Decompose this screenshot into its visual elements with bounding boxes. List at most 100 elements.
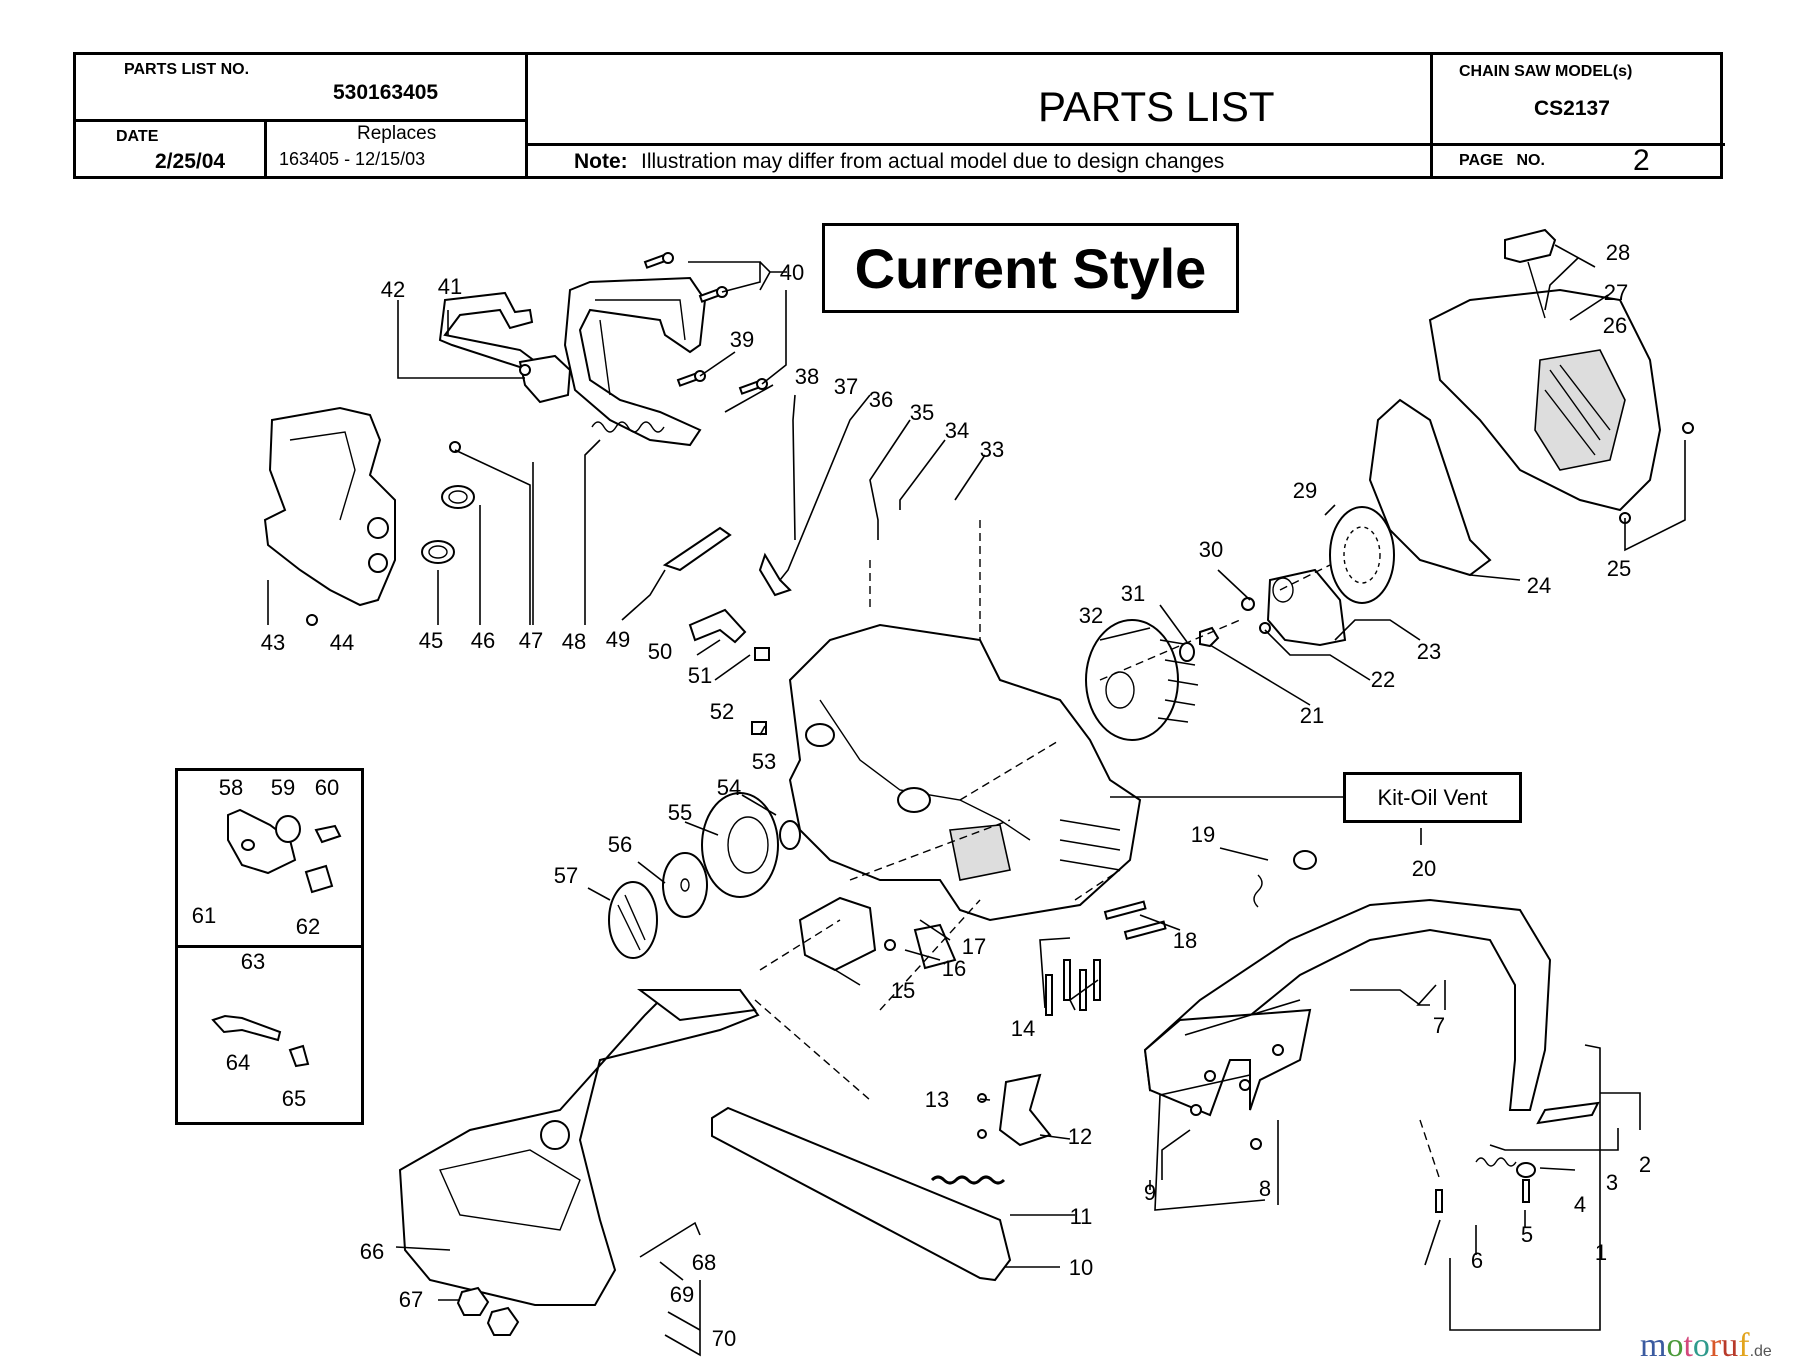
callout-65: 65 xyxy=(282,1086,306,1111)
watermark-letter: o xyxy=(1666,1327,1684,1364)
callout-8: 8 xyxy=(1259,1176,1271,1201)
page-label: PAGE NO. xyxy=(1459,152,1545,169)
replaces-label: Replaces xyxy=(357,123,437,144)
replaces-value: 163405 - 12/15/03 xyxy=(279,149,426,169)
callout-66: 66 xyxy=(360,1239,384,1264)
callout-52: 52 xyxy=(710,699,734,724)
callout-26: 26 xyxy=(1603,313,1627,338)
title-block: PARTS LIST NO. 530163405 DATE 2/25/04 Re… xyxy=(73,52,1725,179)
oil-pump-parts xyxy=(662,526,792,735)
callout-44: 44 xyxy=(330,630,354,655)
callout-29: 29 xyxy=(1293,478,1317,503)
callout-19: 19 xyxy=(1191,822,1215,847)
callout-61: 61 xyxy=(192,903,216,928)
chain-guide-plate xyxy=(977,1073,1052,1147)
screw xyxy=(698,286,728,303)
callout-70: 70 xyxy=(712,1326,736,1351)
callout-14: 14 xyxy=(1011,1016,1035,1041)
callout-25: 25 xyxy=(1607,556,1631,581)
divider xyxy=(76,119,526,122)
callout-4: 4 xyxy=(1574,1192,1586,1217)
callout-21: 21 xyxy=(1300,703,1324,728)
callout-60: 60 xyxy=(315,775,339,800)
chain-brake-cover xyxy=(398,988,760,1306)
callout-2: 2 xyxy=(1639,1152,1651,1177)
callout-38: 38 xyxy=(795,364,819,389)
kit-oil-vent-label: Kit-Oil Vent xyxy=(1343,772,1522,823)
screw xyxy=(306,441,461,626)
watermark-letter: f xyxy=(1738,1327,1750,1364)
callout-24: 24 xyxy=(1527,573,1551,598)
callout-68: 68 xyxy=(692,1250,716,1275)
bolt xyxy=(1103,900,1167,940)
oil-pump-plug xyxy=(314,824,342,844)
callout-58: 58 xyxy=(219,775,243,800)
clutch-washer xyxy=(662,852,708,918)
washer xyxy=(779,820,801,850)
screw xyxy=(1190,1070,1530,1213)
saw-chain xyxy=(930,1175,1006,1185)
callout-48: 48 xyxy=(562,629,586,654)
nut xyxy=(456,1286,520,1336)
date-label: DATE xyxy=(116,128,159,145)
callout-15: 15 xyxy=(891,978,915,1003)
rewind-spring-disc xyxy=(1329,506,1395,604)
oil-pump-clip xyxy=(304,864,334,894)
av-spring xyxy=(441,485,475,509)
callout-56: 56 xyxy=(608,832,632,857)
oil-hose xyxy=(211,1014,282,1042)
callout-36: 36 xyxy=(869,387,893,412)
oil-pump-inset xyxy=(175,768,364,948)
starter-housing xyxy=(1428,288,1662,512)
rear-handle xyxy=(263,406,396,607)
callout-31: 31 xyxy=(1121,581,1145,606)
av-spring xyxy=(421,540,455,564)
callout-35: 35 xyxy=(910,400,934,425)
oil-pump xyxy=(227,808,297,875)
oil-filter xyxy=(288,1044,310,1068)
watermark-letter: t xyxy=(1683,1327,1693,1364)
callout-51: 51 xyxy=(688,663,712,688)
hand-guard xyxy=(563,276,707,447)
clutch-drum xyxy=(701,792,779,898)
callout-17: 17 xyxy=(962,934,986,959)
divider xyxy=(1430,55,1433,176)
callout-45: 45 xyxy=(419,628,443,653)
callout-43: 43 xyxy=(261,630,285,655)
screw xyxy=(676,370,706,387)
callout-57: 57 xyxy=(554,863,578,888)
callout-20: 20 xyxy=(1412,856,1436,881)
callout-16: 16 xyxy=(942,956,966,981)
callout-9: 9 xyxy=(1144,1180,1156,1205)
watermark-letter: o xyxy=(1692,1327,1710,1364)
callout-50: 50 xyxy=(648,639,672,664)
bumper-spike xyxy=(798,896,957,972)
callout-46: 46 xyxy=(471,628,495,653)
callout-63: 63 xyxy=(241,949,265,974)
callout-49: 49 xyxy=(606,627,630,652)
callout-6: 6 xyxy=(1471,1248,1483,1273)
callout-37: 37 xyxy=(834,374,858,399)
callout-28: 28 xyxy=(1606,240,1630,265)
callout-47: 47 xyxy=(519,628,543,653)
callout-1: 1 xyxy=(1595,1240,1607,1265)
brake-lever xyxy=(438,291,542,374)
watermark-suffix: .de xyxy=(1749,1343,1772,1360)
callout-30: 30 xyxy=(1199,537,1223,562)
callout-64: 64 xyxy=(226,1050,250,1075)
callout-33: 33 xyxy=(980,437,1004,462)
inner-cover xyxy=(1368,398,1492,577)
divider xyxy=(264,119,267,176)
divider xyxy=(525,55,528,176)
leader-lines xyxy=(267,244,1686,1357)
parts-list-no-label: PARTS LIST NO. xyxy=(124,61,250,78)
flywheel xyxy=(1085,619,1199,741)
nut xyxy=(1199,626,1220,648)
spring xyxy=(591,421,665,433)
crankcase xyxy=(788,623,1142,922)
callout-39: 39 xyxy=(730,327,754,352)
callout-32: 32 xyxy=(1079,603,1103,628)
lever-block xyxy=(518,354,572,404)
